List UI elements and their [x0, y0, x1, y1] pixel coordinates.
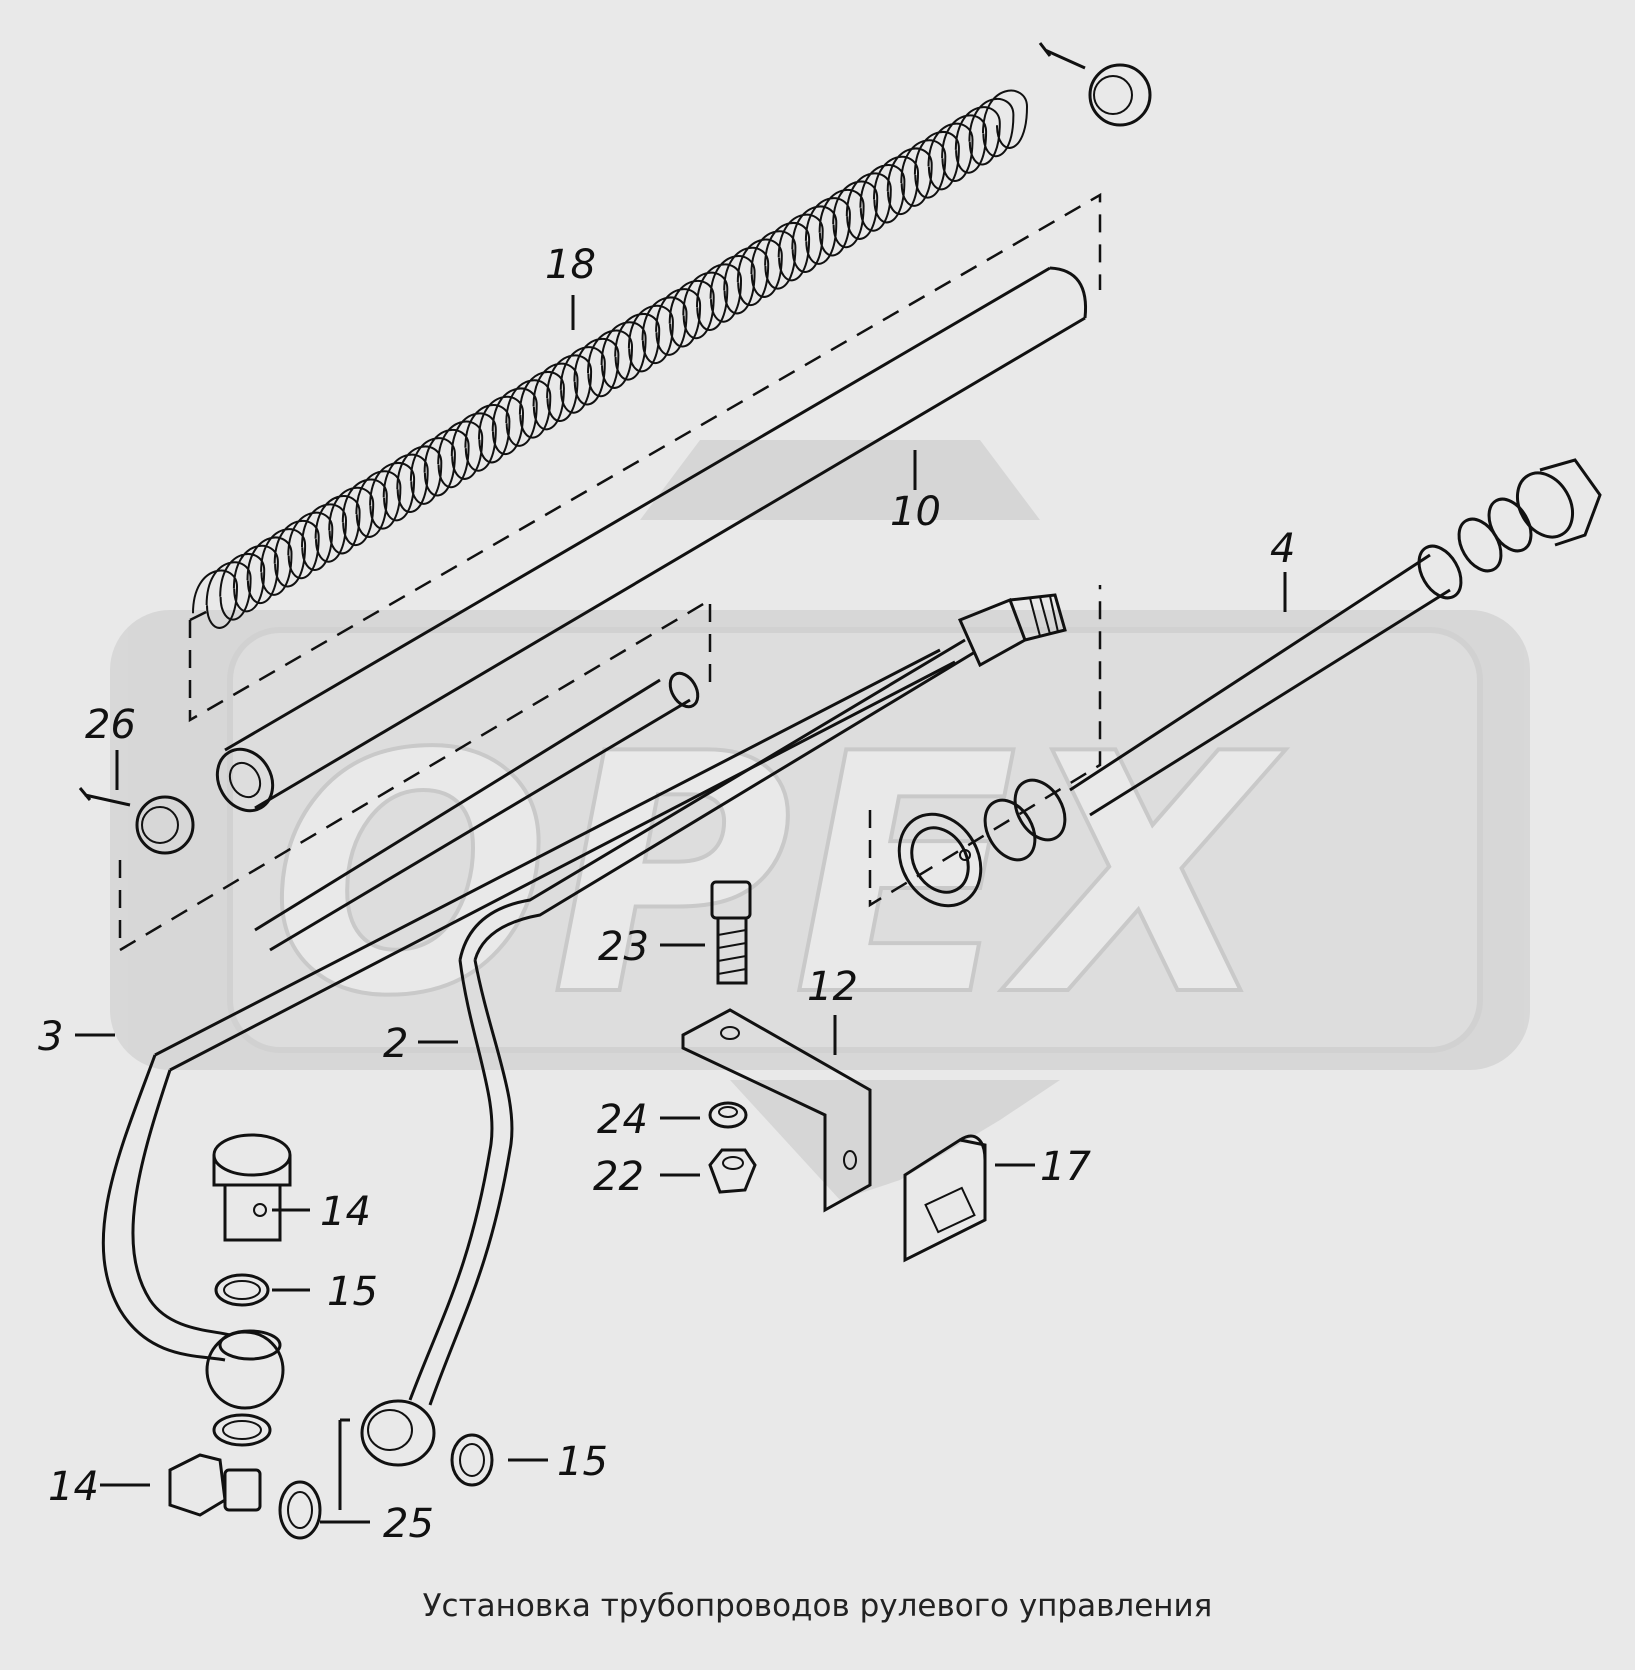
pipe-2 [360, 593, 1067, 1467]
label-25: 25 [383, 1501, 434, 1547]
label-3: 3 [38, 1014, 63, 1060]
sleeve-hose-part [215, 266, 1088, 813]
bracket-12 [681, 1008, 872, 1213]
label-24: 24 [597, 1097, 648, 1143]
label-26: 26 [85, 702, 136, 748]
clip-17 [903, 1134, 987, 1263]
label-17: 17 [1040, 1144, 1091, 1190]
diagram-caption: Установка трубопроводов рулевого управле… [422, 1588, 1213, 1624]
spring-part [192, 89, 1029, 629]
dashed-guide-upper [188, 192, 1102, 723]
label-14b: 14 [48, 1464, 99, 1510]
washer-24 [708, 1101, 748, 1129]
nut-22 [708, 1148, 757, 1194]
leader-lines [75, 295, 1287, 1524]
dashed-guide-middle [118, 597, 712, 953]
label-4: 4 [1270, 526, 1295, 572]
label-14a: 14 [320, 1189, 371, 1235]
label-10: 10 [890, 489, 941, 535]
watermark-logo: OPEX [110, 440, 1530, 1200]
washer-15-lower-left [212, 1413, 272, 1447]
banjo-bolt-14-lower [168, 1453, 262, 1517]
pipe-3 [101, 648, 956, 1410]
banjo-bolt-14-upper [212, 1133, 292, 1242]
small-tube-part [254, 671, 700, 952]
clamp-26 [78, 787, 195, 855]
label-2: 2 [383, 1021, 408, 1067]
label-12: 12 [807, 964, 858, 1010]
label-15b: 15 [557, 1439, 608, 1485]
hose-4 [897, 458, 1602, 908]
label-18: 18 [545, 242, 596, 288]
washer-15-lower-right [450, 1433, 494, 1487]
bolt-23 [710, 880, 752, 985]
label-15a: 15 [327, 1269, 378, 1315]
washer-25 [278, 1480, 322, 1540]
label-23: 23 [598, 924, 649, 970]
watermark-text: OPEX [270, 684, 1286, 1068]
clamp-top [1038, 42, 1152, 127]
washer-15-upper [214, 1273, 270, 1307]
dashed-guide-right [868, 585, 1102, 908]
label-22: 22 [593, 1154, 644, 1200]
